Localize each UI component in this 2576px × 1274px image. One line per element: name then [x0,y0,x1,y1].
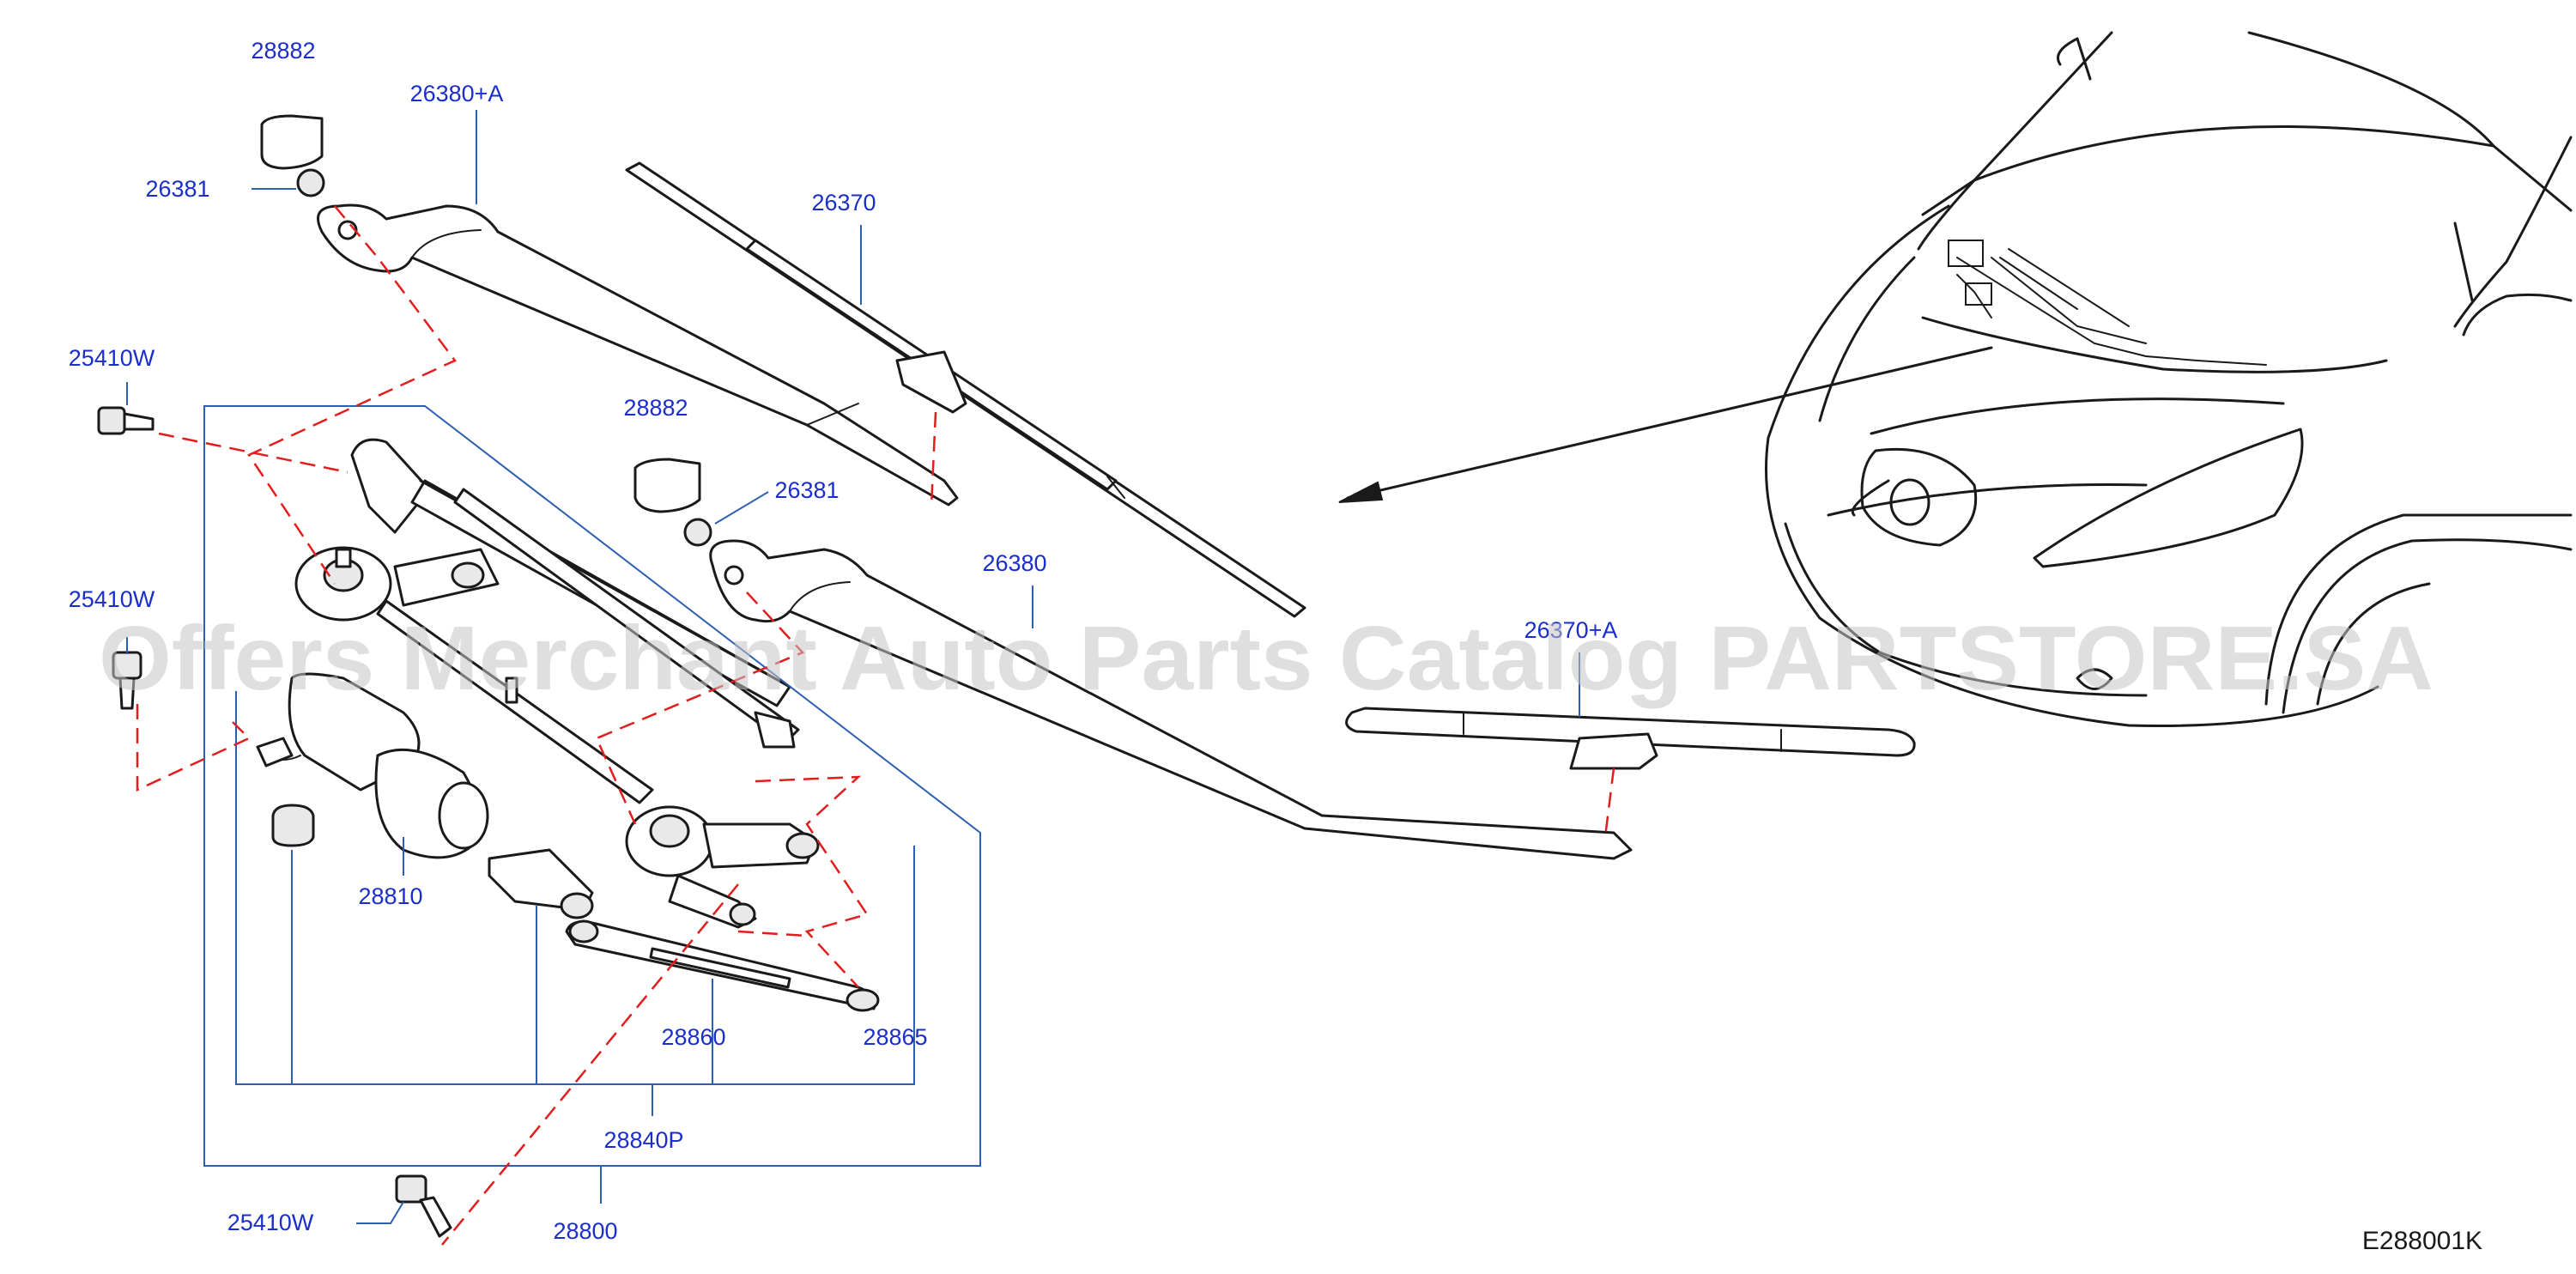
part-label-28800[interactable]: 28800 [553,1218,617,1244]
nut-lower-part [683,518,712,547]
wiper-arm-upper-part [317,203,959,507]
part-label-25410w-3[interactable]: 25410W [227,1210,314,1235]
part-label-28882-upper[interactable]: 28882 [251,38,315,64]
wiper-cap-lower-part [633,458,701,513]
part-label-28882-lower[interactable]: 28882 [623,395,688,421]
car-front-illustration [1338,31,2573,727]
diagram-code: E288001K [2362,1227,2482,1255]
wiper-cap-upper-part [260,114,324,170]
wiper-blade-upper-part [625,161,1306,618]
part-label-28810[interactable]: 28810 [358,883,422,909]
bolt-part-3 [395,1174,452,1238]
part-label-26381-lower[interactable]: 26381 [774,477,839,503]
part-label-28840p[interactable]: 28840P [603,1127,683,1153]
part-label-26380[interactable]: 26380 [982,550,1046,576]
part-label-28860[interactable]: 28860 [661,1024,725,1050]
part-label-26370[interactable]: 26370 [811,190,876,215]
part-labels: 28882 26380+A 26381 26370 25410W 28882 2… [69,38,1618,1244]
leader-lines [126,110,1580,1224]
part-label-25410w-1[interactable]: 25410W [69,345,155,371]
assembly-box-28800 [203,405,981,1167]
dashed-guide-lines [136,205,1615,1246]
part-label-26381-upper[interactable]: 26381 [145,176,209,202]
bolt-part-1 [97,406,155,435]
wiper-arm-lower-part [709,539,1633,860]
part-label-26380-a[interactable]: 26380+A [410,81,504,106]
wiper-blade-lower-part [1345,707,1916,770]
part-label-25410w-2[interactable]: 25410W [69,586,155,612]
bolt-part-2 [112,651,142,710]
watermark-text: Offers Merchant Auto Parts Catalog PARTS… [99,608,2434,709]
part-label-28865[interactable]: 28865 [863,1024,927,1050]
part-label-26370-a[interactable]: 26370+A [1524,617,1618,643]
nut-upper-part [296,168,325,197]
wiper-linkage-assembly [256,438,880,1012]
